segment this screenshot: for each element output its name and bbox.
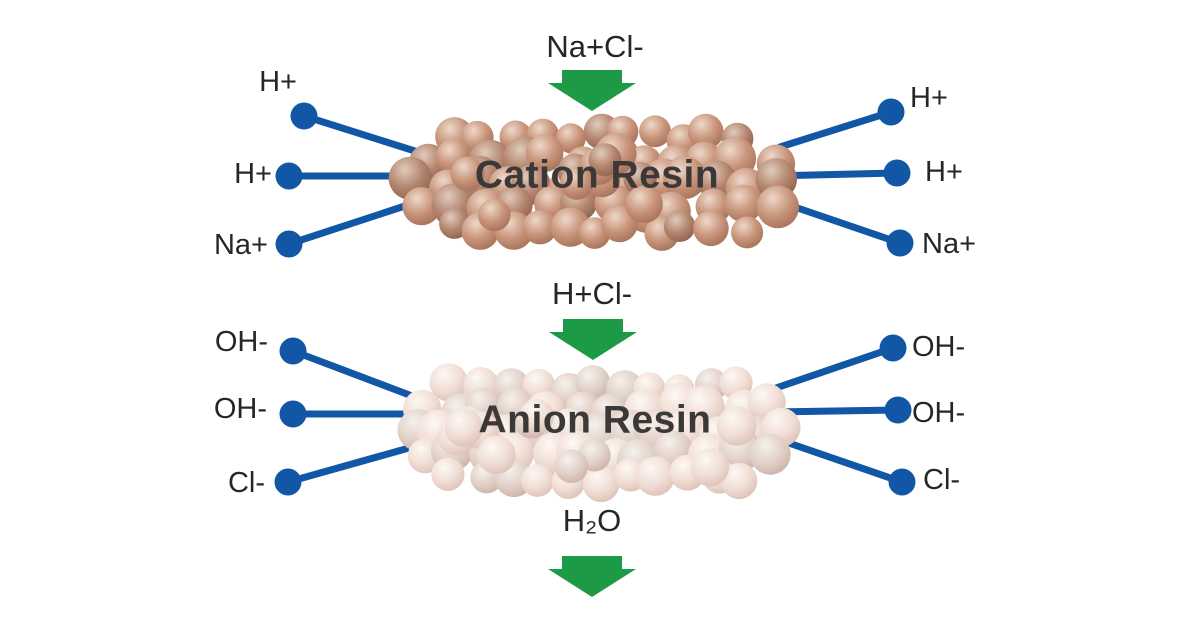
resin-sphere [724, 184, 763, 223]
resin-sphere [555, 123, 586, 154]
anion-right-ion-label: OH- [912, 397, 966, 429]
ion-dots [274, 98, 916, 496]
anion-right-ion-label: Cl- [923, 464, 961, 496]
resin-sphere [601, 205, 638, 243]
output-water-label: H₂O [562, 503, 622, 538]
resin-sphere [554, 449, 589, 484]
down-arrow-icon [549, 319, 637, 360]
flow-arrows [548, 70, 637, 597]
resin-sphere [663, 156, 707, 200]
ion-bond-line [300, 112, 422, 156]
resin-sphere [588, 143, 622, 177]
ion-dot [879, 334, 907, 362]
resin-sphere [429, 363, 468, 402]
cation-input-label: Na+Cl- [546, 29, 644, 64]
resin-sphere [525, 134, 564, 172]
ion-dot [886, 229, 914, 257]
resin-sphere [478, 198, 511, 232]
resin-sphere [575, 365, 611, 400]
ion-dot [290, 102, 318, 130]
cation-right-ion-label: H+ [910, 82, 948, 114]
resin-sphere [625, 185, 663, 223]
resin-sphere [687, 113, 724, 150]
cation-left-ion-label: H+ [259, 66, 297, 98]
ion-dot [884, 396, 912, 424]
resin-sphere [402, 187, 441, 226]
resin-sphere [693, 210, 729, 247]
resin-sphere [635, 456, 675, 496]
ion-dot [279, 337, 307, 365]
cation-right-ion-label: H+ [925, 156, 963, 188]
ion-dot [888, 468, 916, 496]
ion-bond-line [768, 406, 902, 416]
ion-dot [274, 468, 302, 496]
ion-bond-line [289, 347, 424, 403]
resin-sphere [519, 398, 554, 434]
anion-resin-label: Anion Resin [478, 398, 712, 442]
anion-left-ion-label: OH- [213, 393, 267, 425]
ion-bond-line [284, 442, 420, 486]
anion-left-ion-label: Cl- [227, 467, 265, 499]
down-arrow-icon [548, 70, 636, 111]
resin-sphere [560, 166, 594, 200]
ion-bond-lines [284, 108, 906, 486]
ion-bond-line [776, 108, 895, 151]
resin-sphere [450, 156, 485, 191]
resin-sphere [731, 216, 764, 249]
cation-left-ion-label: H+ [234, 158, 272, 190]
cation-resin-cluster [388, 113, 800, 251]
anion-resin-cluster [397, 363, 801, 503]
ion-bond-line [776, 198, 904, 247]
resin-sphere [431, 457, 465, 491]
ion-dot [877, 98, 905, 126]
resin-sphere [663, 210, 696, 242]
resin-sphere [521, 464, 554, 497]
resin-sphere [522, 210, 558, 245]
ion-bond-line [776, 436, 906, 486]
resin-sphere [716, 406, 757, 446]
ion-bond-line [285, 199, 418, 248]
ion-dot [275, 230, 303, 258]
resin-sphere [756, 185, 800, 229]
resin-sphere [582, 465, 620, 503]
resin-sphere [477, 435, 516, 475]
ion-dot [275, 162, 303, 190]
down-arrow-icon [548, 556, 636, 597]
cation-right-ion-label: Na+ [922, 228, 977, 260]
resin-sphere [444, 408, 483, 447]
ion-dot [883, 159, 911, 187]
ion-bond-line [772, 344, 897, 392]
anion-right-ion-label: OH- [912, 331, 966, 363]
resin-sphere [720, 462, 758, 500]
cation-left-ion-label: Na+ [213, 229, 268, 261]
resin-sphere [749, 433, 791, 475]
ion-dot [279, 400, 307, 428]
anion-input-label: H+Cl- [551, 276, 633, 311]
anion-left-ion-label: OH- [214, 326, 268, 358]
resin-sphere [691, 448, 730, 487]
cation-resin-label: Cation Resin [474, 153, 720, 197]
resin-sphere [639, 115, 671, 148]
